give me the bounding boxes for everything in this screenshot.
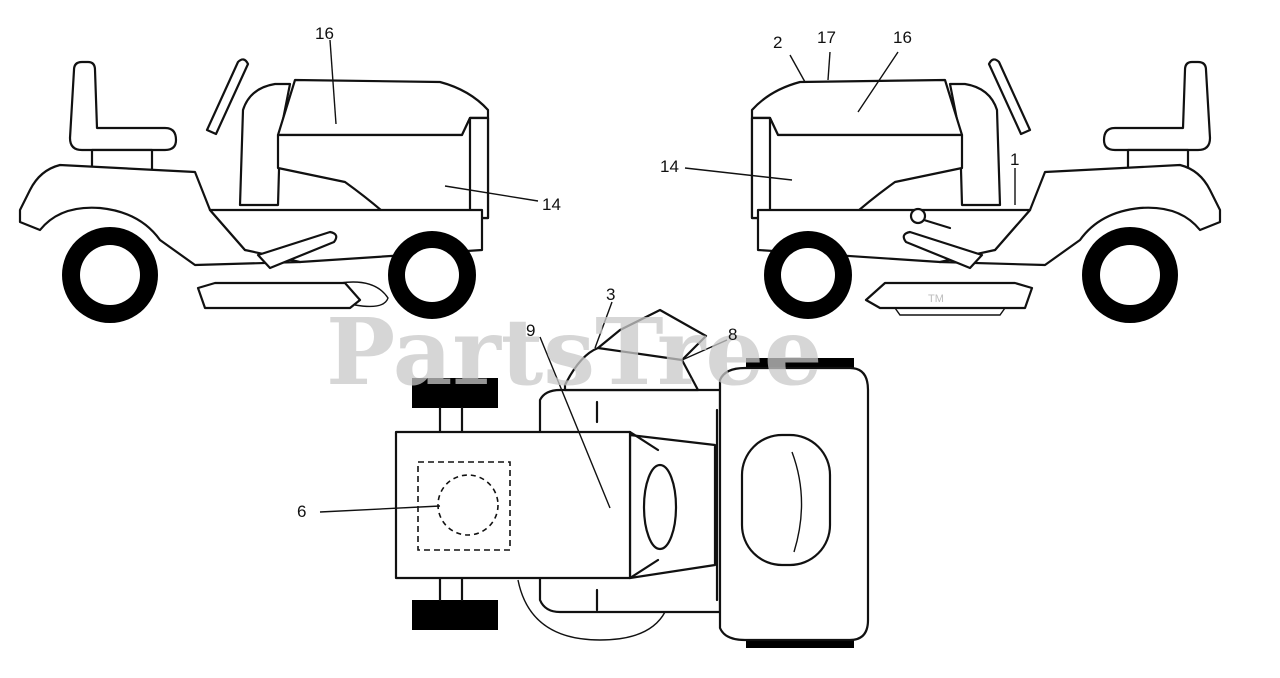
callout-right-14: 14 [660,157,679,176]
callout-top-8: 8 [728,325,737,344]
watermark: PartsTree TM [326,293,944,406]
tractor-left-side-view [18,39,539,323]
callout-right-2: 2 [773,33,782,52]
callout-top-9: 9 [526,321,535,340]
callout-top-6: 6 [297,502,306,521]
callout-labels: 16 14 2 17 16 14 1 3 9 8 6 [297,24,1019,521]
callout-right-1: 1 [1010,150,1019,169]
tractor-right-side-view [684,51,1222,323]
callout-left-14: 14 [542,195,561,214]
callout-right-16: 16 [893,28,912,47]
callout-top-3: 3 [606,285,615,304]
tractor-top-view [319,301,870,648]
callout-left-16: 16 [315,24,334,43]
callout-right-17: 17 [817,28,836,47]
watermark-trademark: TM [928,293,944,305]
watermark-text: PartsTree [326,298,822,406]
